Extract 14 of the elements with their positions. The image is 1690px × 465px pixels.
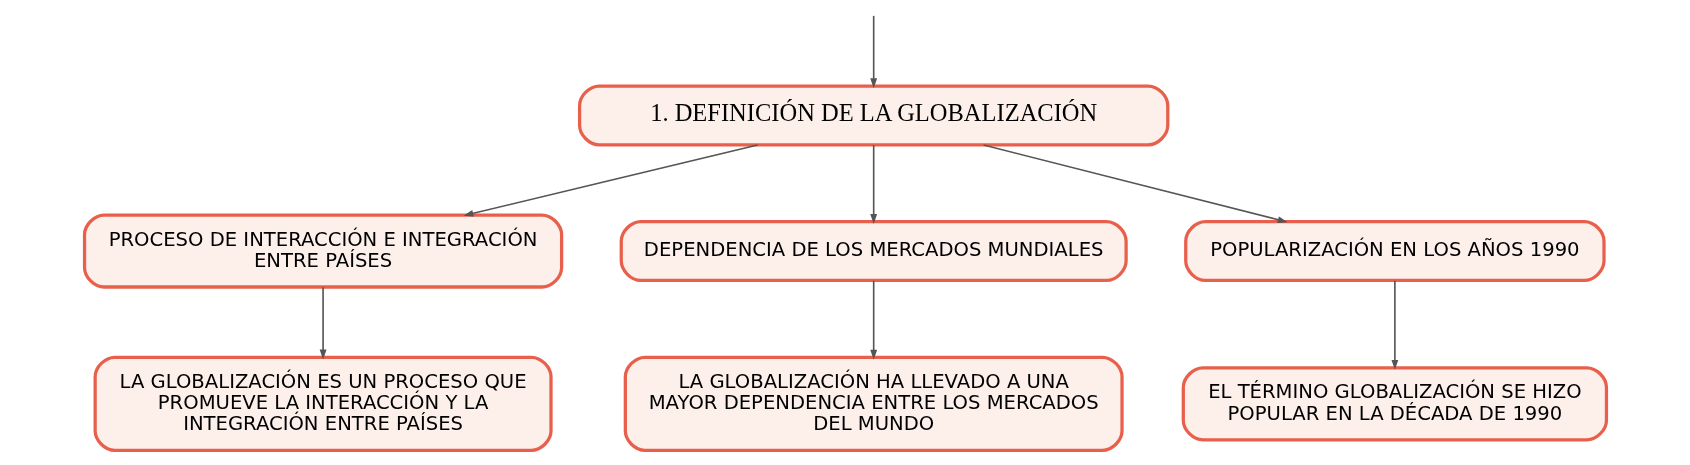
- arrow: [1390, 280, 1398, 370]
- node-box: LA GLOBALIZACIÓN HA LLEVADO A UNA MAYOR DEPENDENCIA ENTRE LOS MERCADOS DEL MUNDO: [623, 355, 1124, 453]
- node-box: PROCESO DE INTERACCIÓN E INTEGRACIÓN ENTRE PAÍSES: [82, 213, 563, 289]
- arrow: [869, 144, 877, 224]
- node-box: EL TÉRMINO GLOBALIZACIÓN SE HIZO POPULAR EN LA DÉCADA DE 1990: [1181, 366, 1608, 442]
- node-box: 1. DEFINICIÓN DE LA GLOBALIZACIÓN: [577, 84, 1169, 147]
- node-box: POPULARIZACIÓN EN LOS AÑOS 1990: [1183, 220, 1606, 283]
- node-box: DEPENDENCIA DE LOS MERCADOS MUNDIALES: [619, 220, 1128, 283]
- node-box: LA GLOBALIZACIÓN ES UN PROCESO QUE PROMUEVE LA INTERACCIÓN Y LA INTEGRACIÓN ENTRE PAÍSES: [93, 355, 553, 453]
- arrow: [869, 15, 877, 89]
- arrow: [869, 280, 877, 360]
- arrow: [982, 144, 1288, 224]
- arrow: [319, 286, 326, 360]
- arrow: [463, 144, 758, 217]
